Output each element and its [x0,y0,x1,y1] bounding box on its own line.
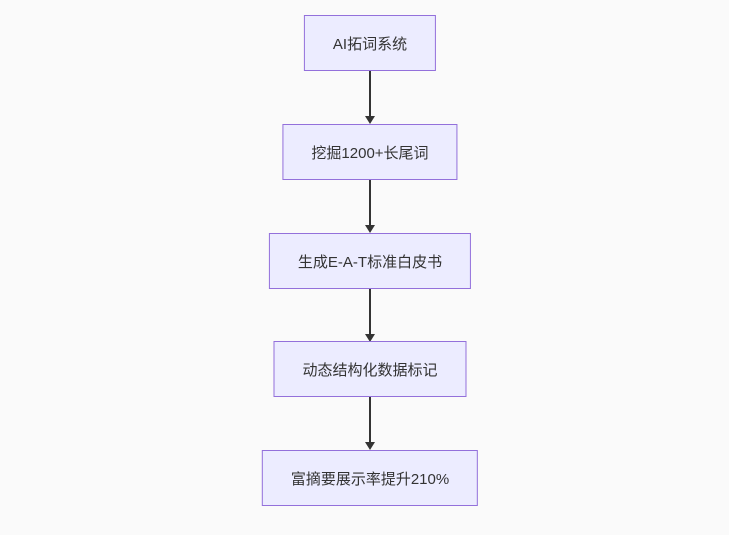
arrow-connector-2 [364,180,376,233]
arrow-line [369,397,371,443]
arrow-head-icon [365,442,375,450]
flow-node-eat-whitepaper: 生成E-A-T标准白皮书 [268,233,472,289]
flow-node-ai-keyword-system: AI拓词系统 [303,15,437,71]
arrow-head-icon [365,225,375,233]
flow-node-rich-snippet-result: 富摘要展示率提升210% [261,450,479,506]
arrow-line [369,180,371,226]
arrow-connector-1 [364,71,376,124]
flow-node-longtail-mining: 挖掘1200+长尾词 [282,124,458,180]
flow-node-structured-data-markup: 动态结构化数据标记 [273,341,467,397]
arrow-line [369,71,371,117]
arrow-head-icon [365,334,375,342]
arrow-connector-4 [364,397,376,450]
arrow-connector-3 [364,289,376,342]
arrow-line [369,289,371,335]
arrow-head-icon [365,116,375,124]
